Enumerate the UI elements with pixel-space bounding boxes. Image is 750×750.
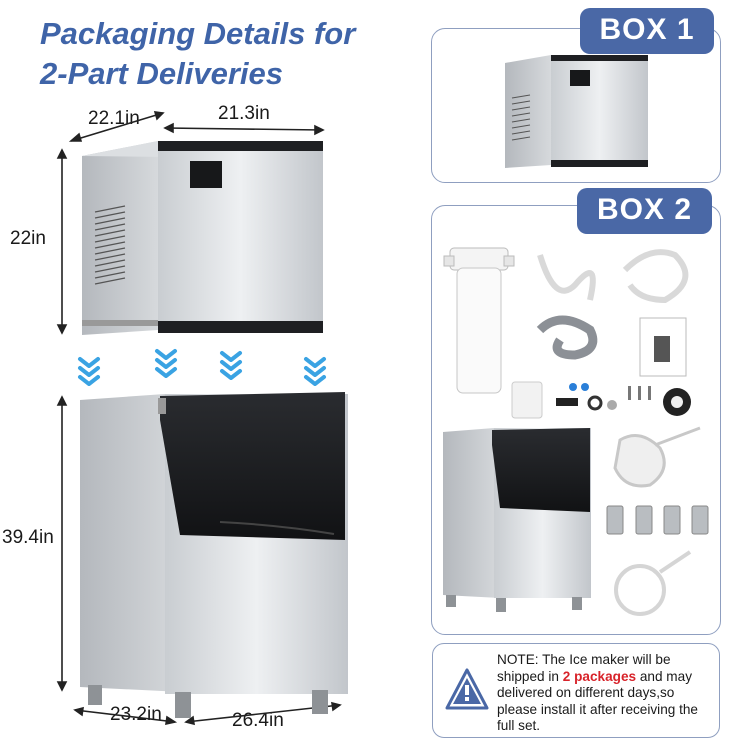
bin-depth-label: 23.2in: [110, 704, 162, 725]
note-highlight: 2 packages: [562, 668, 637, 684]
water-filter: [443, 247, 515, 394]
top-height-label: 22in: [10, 228, 46, 249]
bin-height-label: 39.4in: [2, 527, 54, 548]
down-arrow-icon: [304, 357, 326, 386]
ice-scoop: [613, 426, 701, 488]
top-width-label: 21.3in: [218, 103, 270, 124]
box1-badge: BOX 1: [580, 8, 714, 54]
down-arrow-icon: [78, 357, 100, 386]
note-part-1: NOTE: The Ice maker will be shipped in: [497, 652, 671, 684]
box2-badge: BOX 2: [577, 188, 712, 234]
down-arrow-icon: [155, 349, 177, 378]
bin-legs: [606, 505, 709, 535]
title-line-2: 2-Part Deliveries: [40, 56, 283, 91]
dimension-lines: [56, 111, 342, 726]
title-line-1: Packaging Details for: [40, 16, 356, 51]
manual-booklet: [639, 317, 687, 377]
note-text: NOTE: The Ice maker will be shipped in 2…: [497, 652, 717, 735]
warning-icon: [445, 668, 489, 710]
page-title: Packaging Details for 2-Part Deliveries: [40, 14, 355, 94]
down-arrow-icon: [220, 351, 242, 380]
small-parts: [511, 381, 691, 419]
filter-wrench: [614, 550, 692, 616]
note-part-2: and may delivered on different days,so p…: [497, 668, 698, 734]
delivery-note: NOTE: The Ice maker will be shipped in 2…: [432, 643, 720, 738]
inlet-hoses: [537, 249, 689, 304]
small-bin-image: [443, 428, 591, 612]
down-arrow-icons: [78, 349, 326, 386]
drain-hose: [536, 315, 598, 360]
ice-maker-head: [82, 141, 323, 335]
ice-storage-bin: [80, 392, 348, 718]
